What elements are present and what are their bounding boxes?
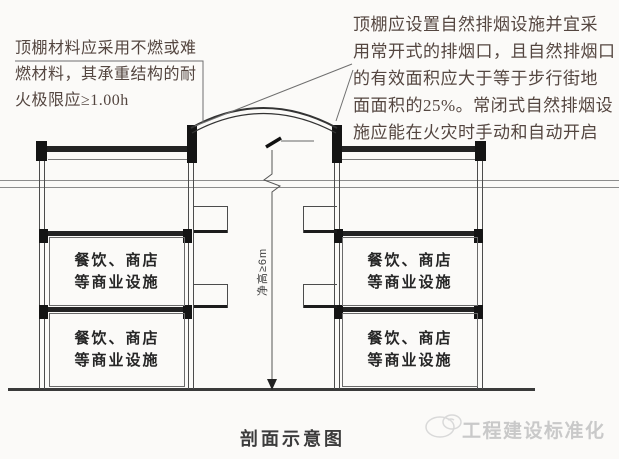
right-gallery-upper [303, 206, 337, 233]
right-roof-slab [341, 146, 477, 152]
right-floor2-slab [341, 231, 477, 236]
room-left-upper: 餐饮、商店 等商业设施 [49, 237, 185, 306]
leader-line-top-right-note-a [194, 63, 353, 127]
left-building-outer-wall-inner-line [44, 143, 45, 389]
annotation-line: 面面积的25%。常闭式自然排烟设 [353, 96, 614, 115]
left-floor2-column-street [183, 229, 192, 243]
canopy-pier-right [332, 125, 342, 163]
room-label: 等商业设施 [74, 273, 160, 291]
right-ceiling-line [341, 159, 477, 160]
ground-line [8, 388, 535, 391]
level-line-upper [0, 180, 619, 181]
room-label: 餐饮、商店 [74, 330, 160, 347]
right-floor2-column-street [334, 229, 343, 243]
right-building-outer-wall-inner-line [482, 143, 483, 389]
leader-line-top-right-note-b [335, 69, 354, 122]
annotation-top-right: 顶棚应设置自然排烟设施并宜采 用常开式的排烟口，且自然排烟口 的有效面积应大于等… [353, 11, 615, 146]
right-building-street-wall [334, 162, 335, 389]
annotation-line: 施应能在火灾时手动和自动开启 [353, 123, 598, 142]
annotation-line: 火极限应≥1.00h [15, 92, 129, 109]
arched-canopy-inner-line [191, 113, 337, 134]
left-gallery-lower [194, 284, 228, 308]
right-floor1-column-outer [474, 305, 483, 319]
left-ceiling-line [48, 159, 187, 160]
left-floor2-slab [46, 231, 187, 236]
annotation-top-left: 顶棚材料应采用不燃或难 燃材料，其承重结构的耐 火极限应≥1.00h [15, 36, 215, 114]
right-floor2-column-outer [474, 229, 483, 243]
annotation-line: 顶棚材料应采用不燃或难 [15, 40, 197, 57]
dimension-label: 净高≥6m [257, 247, 269, 297]
right-gallery-lower [303, 284, 337, 308]
left-gallery-upper [194, 206, 228, 233]
annotation-line: 燃材料，其承重结构的耐 [15, 66, 197, 83]
left-roof-slab [46, 146, 187, 152]
caption-title: 剖面示意图 [240, 429, 345, 449]
right-floor1-slab [341, 307, 477, 312]
room-label: 餐饮、商店 [74, 251, 160, 269]
left-floor1-slab [46, 307, 187, 312]
left-roof-corner-column [36, 141, 47, 161]
room-label: 餐饮、商店 [367, 251, 453, 269]
smoke-vent-icon [265, 136, 282, 149]
right-roof-corner-column [475, 141, 486, 161]
annotation-line: 用常开式的排烟口，且自然排烟口 [353, 42, 616, 61]
level-line-lower [0, 187, 619, 188]
room-label: 餐饮、商店 [367, 330, 453, 347]
watermark-logo-icon [425, 414, 462, 438]
room-label: 等商业设施 [74, 352, 160, 369]
watermark-text: 工程建设标准化 [462, 421, 606, 442]
room-label: 等商业设施 [367, 273, 453, 291]
room-right-lower: 餐饮、商店 等商业设施 [342, 313, 478, 387]
right-building-street-wall-inner-line [339, 162, 340, 389]
left-floor1-column-street [183, 305, 192, 319]
room-label: 等商业设施 [367, 352, 453, 369]
right-floor1-column-street [334, 305, 343, 319]
canopy-pier-left [187, 125, 197, 163]
left-floor2-column-outer [39, 229, 48, 243]
left-building-street-wall [188, 162, 189, 389]
annotation-line: 顶棚应设置自然排烟设施并宜采 [353, 15, 598, 34]
left-building-street-wall-inner-line [193, 162, 194, 389]
annotation-line: 的有效面积应大于等于步行街地 [353, 69, 598, 88]
room-right-upper: 餐饮、商店 等商业设施 [342, 237, 478, 306]
left-building-outer-wall [39, 143, 40, 389]
room-left-lower: 餐饮、商店 等商业设施 [49, 313, 185, 387]
left-floor1-column-outer [39, 305, 48, 319]
